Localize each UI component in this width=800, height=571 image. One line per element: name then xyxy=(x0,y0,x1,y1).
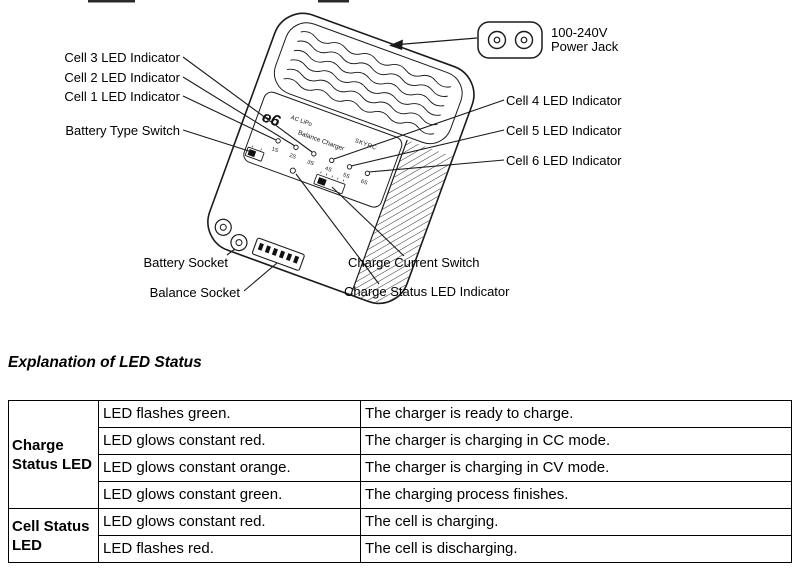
label-cell3-led-indicator: Cell 3 LED Indicator xyxy=(64,50,180,65)
table-row: LED glows constant green. The charging p… xyxy=(9,481,792,509)
logo-text: e6 xyxy=(260,109,283,131)
label-cell6-led-indicator: Cell 6 LED Indicator xyxy=(506,153,622,168)
table-cell-charge-status-group: Charge Status LED xyxy=(8,400,99,509)
label-cell2-led-indicator: Cell 2 LED Indicator xyxy=(64,70,180,85)
table-cell-led-state: LED flashes green. xyxy=(98,400,361,428)
side-grille xyxy=(350,139,454,311)
cell1-led-dot xyxy=(275,138,281,144)
battery-socket xyxy=(214,218,248,252)
leader-line-charge-status xyxy=(295,173,380,285)
leader-line-cell5 xyxy=(350,129,505,167)
label-power-jack-line1: 100-240V xyxy=(551,25,608,40)
table-cell-cell-status-group: Cell Status LED xyxy=(8,508,99,563)
leader-line-cell6 xyxy=(368,159,505,173)
cell2-led-label: 2S xyxy=(288,153,297,161)
label-cell5-led-indicator: Cell 5 LED Indicator xyxy=(506,123,622,138)
cell4-led-label: 4S xyxy=(324,166,333,174)
label-power-jack: 100-240V Power Jack xyxy=(551,26,618,54)
table-cell-meaning: The charger is charging in CC mode. xyxy=(360,427,792,455)
cell1-led-label: 1S xyxy=(271,146,280,154)
table-row: LED glows constant orange. The charger i… xyxy=(9,454,792,482)
table-cell-led-state: LED glows constant orange. xyxy=(98,454,361,482)
table-cell-meaning: The charging process finishes. xyxy=(360,481,792,509)
leader-line-cell1 xyxy=(182,95,277,141)
label-battery-socket: Battery Socket xyxy=(143,255,228,270)
cell2-led-dot xyxy=(293,144,299,150)
table-row: Cell Status LED LED glows constant red. … xyxy=(8,508,792,563)
table-cell-led-state: LED flashes red. xyxy=(98,535,361,563)
front-panel xyxy=(243,91,403,208)
label-battery-type-switch: Battery Type Switch xyxy=(65,123,180,138)
leader-line-cell4 xyxy=(333,99,505,160)
leader-line-battery-type xyxy=(182,129,253,153)
cell6-led-dot xyxy=(364,170,371,176)
cell6-led-label: 6S xyxy=(360,179,369,187)
cell5-led-dot xyxy=(346,164,353,170)
leader-line-cell3 xyxy=(182,56,313,153)
table-cell-meaning: The charger is ready to charge. xyxy=(360,400,792,428)
charger-device: e6 AC LiPo SKYRC Balance Charger 1S 2S 3… xyxy=(207,12,475,311)
cell3-led-label: 3S xyxy=(306,159,315,167)
cell-led-row: 1S 2S 3S 4S 5S 6S xyxy=(271,138,371,187)
table-cell-led-state: LED glows constant green. xyxy=(98,481,361,509)
leader-line-cell2 xyxy=(182,76,296,147)
leader-line-balance-socket xyxy=(243,262,278,292)
label-balance-socket: Balance Socket xyxy=(149,285,240,300)
label-cell1-led-indicator: Cell 1 LED Indicator xyxy=(64,89,180,104)
cell4-led-dot xyxy=(329,157,335,163)
power-jack-icon xyxy=(477,21,543,59)
cell5-led-label: 5S xyxy=(342,172,351,180)
table-cell-led-state: LED glows constant red. xyxy=(98,427,361,455)
label-charge-current-switch: Charge Current Switch xyxy=(348,255,480,270)
page-crop-artifacts xyxy=(88,0,349,3)
table-row: Charge Status LED LED flashes green. The… xyxy=(8,400,792,509)
led-status-table: Charge Status LED LED flashes green. The… xyxy=(8,400,792,563)
balance-socket xyxy=(251,237,305,271)
vent-wave-lines xyxy=(283,31,452,135)
charge-current-switch xyxy=(313,171,346,194)
label-cell4-led-indicator: Cell 4 LED Indicator xyxy=(506,93,622,108)
device-diagram: e6 AC LiPo SKYRC Balance Charger 1S 2S 3… xyxy=(88,0,543,311)
table-cell-meaning: The charger is charging in CV mode. xyxy=(360,454,792,482)
vent-lid xyxy=(273,22,463,145)
table-cell-meaning: The cell is charging. xyxy=(360,508,792,536)
leader-lines xyxy=(182,56,505,292)
table-row: LED glows constant red. The charger is c… xyxy=(9,427,792,455)
label-charge-status-led: Charge Status LED Indicator xyxy=(344,284,510,299)
leader-line-battery-socket xyxy=(226,248,236,256)
table-row: LED flashes red. The cell is discharging… xyxy=(9,535,792,563)
power-jack-arrow xyxy=(389,37,478,50)
charge-status-led-dot xyxy=(289,167,296,174)
table-cell-meaning: The cell is discharging. xyxy=(360,535,792,563)
table-cell-led-state: LED glows constant red. xyxy=(98,508,361,536)
section-title: Explanation of LED Status xyxy=(8,354,202,371)
cell3-led-dot xyxy=(311,151,317,157)
label-power-jack-line2: Power Jack xyxy=(551,39,619,54)
leader-line-charge-current xyxy=(331,186,405,257)
